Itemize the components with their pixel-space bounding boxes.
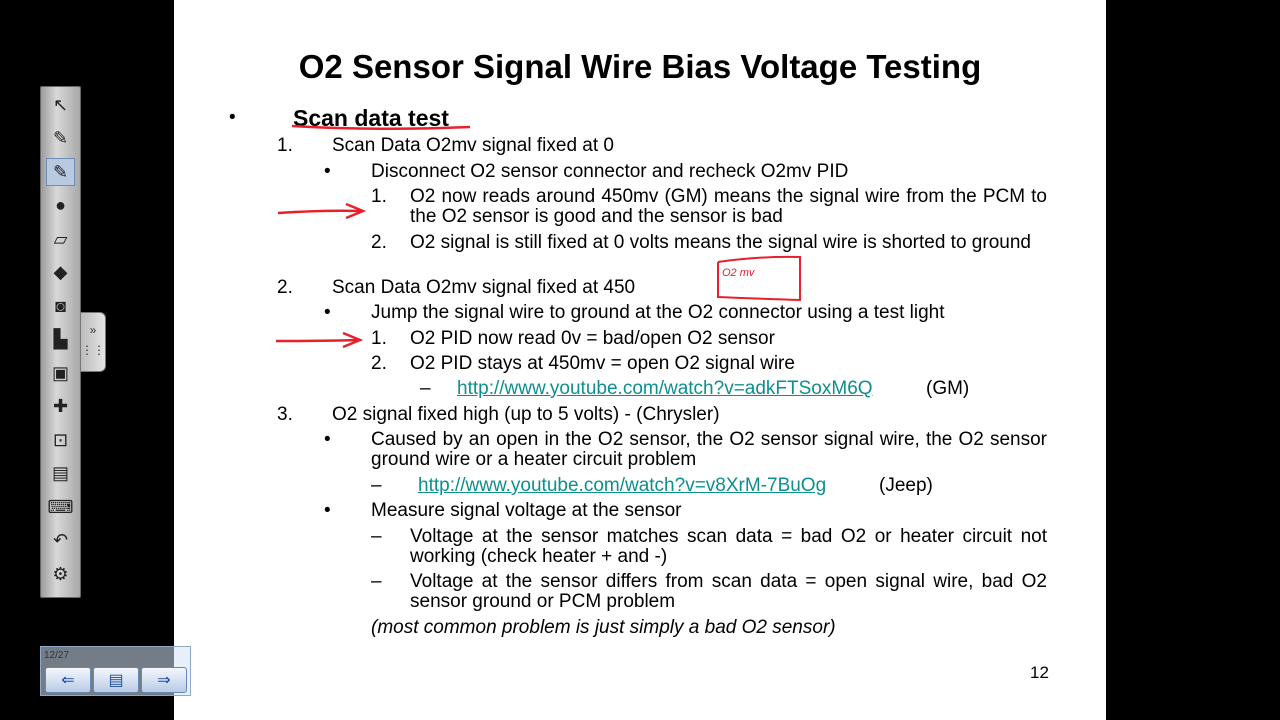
stamp-icon: ▙	[53, 329, 68, 349]
section-3-item-2-text: Voltage at the sensor differs from scan …	[410, 571, 1047, 612]
o2mv-box-text: O2 mv	[722, 267, 756, 279]
youtube-link-gm[interactable]: http://www.youtube.com/watch?v=adkFTSoxM…	[457, 378, 873, 399]
slide-navigator: 12/27 ⇐ ▤ ⇒	[40, 646, 191, 696]
arrow-right-icon: ⇒	[157, 672, 171, 689]
eraser-icon: ▱	[53, 228, 68, 249]
section-2-item-2-text: O2 PID stays at 450mv = open O2 signal w…	[410, 353, 795, 374]
section-3-sub-1-bullet: •	[324, 429, 331, 450]
arrow-pointer-icon: ↖	[52, 94, 69, 115]
spotlight-icon: ✚	[52, 396, 69, 416]
youtube-link-jeep-suffix: (Jeep)	[879, 475, 933, 496]
section-2-link-dash: –	[420, 378, 431, 399]
o2mv-box	[717, 255, 801, 302]
section-2-item-2-number: 2.	[371, 353, 387, 374]
toolbar-expand-handle[interactable]: » ⋮⋮	[80, 312, 106, 372]
section-1-item-1-number: 1.	[371, 186, 387, 207]
stamp-tool[interactable]: ▙	[46, 326, 75, 354]
section-3-item-1-text: Voltage at the sensor matches scan data …	[410, 526, 1047, 567]
slide-menu-button[interactable]: ▤	[93, 667, 139, 693]
section-3-item-2-dash: –	[371, 571, 382, 592]
section-3-text: O2 signal fixed high (up to 5 volts) - (…	[332, 404, 720, 425]
page-number: 12	[1030, 663, 1049, 682]
arrow-annotation-2	[275, 331, 364, 349]
screen-capture-tool[interactable]: ▣	[46, 359, 75, 387]
felt-pen-icon: ✎	[52, 161, 69, 182]
section-3-sub-1-text: Caused by an open in the O2 sensor, the …	[371, 429, 1047, 470]
youtube-link-gm-suffix: (GM)	[926, 378, 970, 399]
marker-icon: ◆	[53, 262, 68, 282]
highlighter-tool[interactable]: ●	[46, 192, 75, 220]
section-2-text: Scan Data O2mv signal fixed at 450	[332, 277, 636, 298]
magnifier-tool[interactable]: ⊡	[46, 426, 75, 454]
pen-toolbar: ↖ ✎ ✎ ● ▱ ◆ ◙ ▙ ▣ ✚ ⊡ ▤ ⌨ ↶ ⚙	[40, 86, 81, 598]
expand-icon: »	[89, 323, 97, 337]
section-1-number: 1.	[277, 135, 293, 156]
keyboard-tool[interactable]: ⌨	[46, 493, 75, 521]
settings-tool[interactable]: ⚙	[46, 560, 75, 588]
page-counter: 12/27	[44, 650, 70, 661]
previous-slide-button[interactable]: ⇐	[45, 667, 91, 693]
section-3-number: 3.	[277, 404, 293, 425]
section-1-sub-text: Disconnect O2 sensor connector and reche…	[371, 161, 849, 182]
eraser-tool[interactable]: ▱	[46, 225, 75, 253]
youtube-link-jeep[interactable]: http://www.youtube.com/watch?v=v8XrM-7Bu…	[418, 475, 827, 496]
section-3-link-dash: –	[371, 475, 382, 496]
heading-bullet: •	[229, 107, 236, 128]
camera-tool[interactable]: ◙	[46, 292, 75, 320]
section-1-item-1-text: O2 now reads around 450mv (GM) means the…	[410, 186, 1047, 227]
section-1-sub-bullet: •	[324, 161, 331, 182]
section-3-item-1-dash: –	[371, 526, 382, 547]
undo-icon: ↶	[52, 530, 69, 550]
section-1-item-2-number: 2.	[371, 232, 387, 253]
heading: Scan data test	[293, 105, 449, 131]
section-2-number: 2.	[277, 277, 293, 298]
section-1-item-2-text: O2 signal is still fixed at 0 volts mean…	[410, 232, 1031, 253]
slide: O2 Sensor Signal Wire Bias Voltage Testi…	[174, 0, 1106, 720]
notes-icon: ▤	[51, 463, 69, 483]
section-2-item-1-text: O2 PID now read 0v = bad/open O2 sensor	[410, 328, 775, 349]
highlighter-icon: ●	[55, 195, 66, 215]
section-2-sub-text: Jump the signal wire to ground at the O2…	[371, 302, 945, 323]
section-1-text: Scan Data O2mv signal fixed at 0	[332, 135, 614, 156]
pen-icon: ✎	[52, 128, 69, 148]
screen-capture-icon: ▣	[51, 362, 69, 383]
keyboard-icon: ⌨	[47, 496, 74, 517]
magnifier-icon: ⊡	[52, 429, 69, 450]
section-2-sub-bullet: •	[324, 302, 331, 323]
section-2-item-1-number: 1.	[371, 328, 387, 349]
gear-icon: ⚙	[52, 563, 69, 584]
notes-tool[interactable]: ▤	[46, 460, 75, 488]
felt-pen-tool[interactable]: ✎	[46, 158, 75, 186]
section-3-sub-2-bullet: •	[324, 500, 331, 521]
camera-icon: ◙	[55, 295, 66, 316]
arrow-annotation-1	[277, 202, 367, 220]
marker-tool[interactable]: ◆	[46, 259, 75, 287]
pointer-tool[interactable]: ↖	[46, 91, 75, 119]
arrow-left-icon: ⇐	[61, 672, 75, 689]
menu-icon: ▤	[108, 672, 124, 689]
slide-title: O2 Sensor Signal Wire Bias Voltage Testi…	[298, 48, 982, 85]
pen-tool[interactable]: ✎	[46, 125, 75, 153]
section-3-sub-2-text: Measure signal voltage at the sensor	[371, 500, 682, 521]
spotlight-tool[interactable]: ✚	[46, 393, 75, 421]
closing-note: (most common problem is just simply a ba…	[371, 617, 836, 638]
grip-icon: ⋮⋮	[81, 343, 105, 357]
next-slide-button[interactable]: ⇒	[141, 667, 187, 693]
undo-tool[interactable]: ↶	[46, 527, 75, 555]
